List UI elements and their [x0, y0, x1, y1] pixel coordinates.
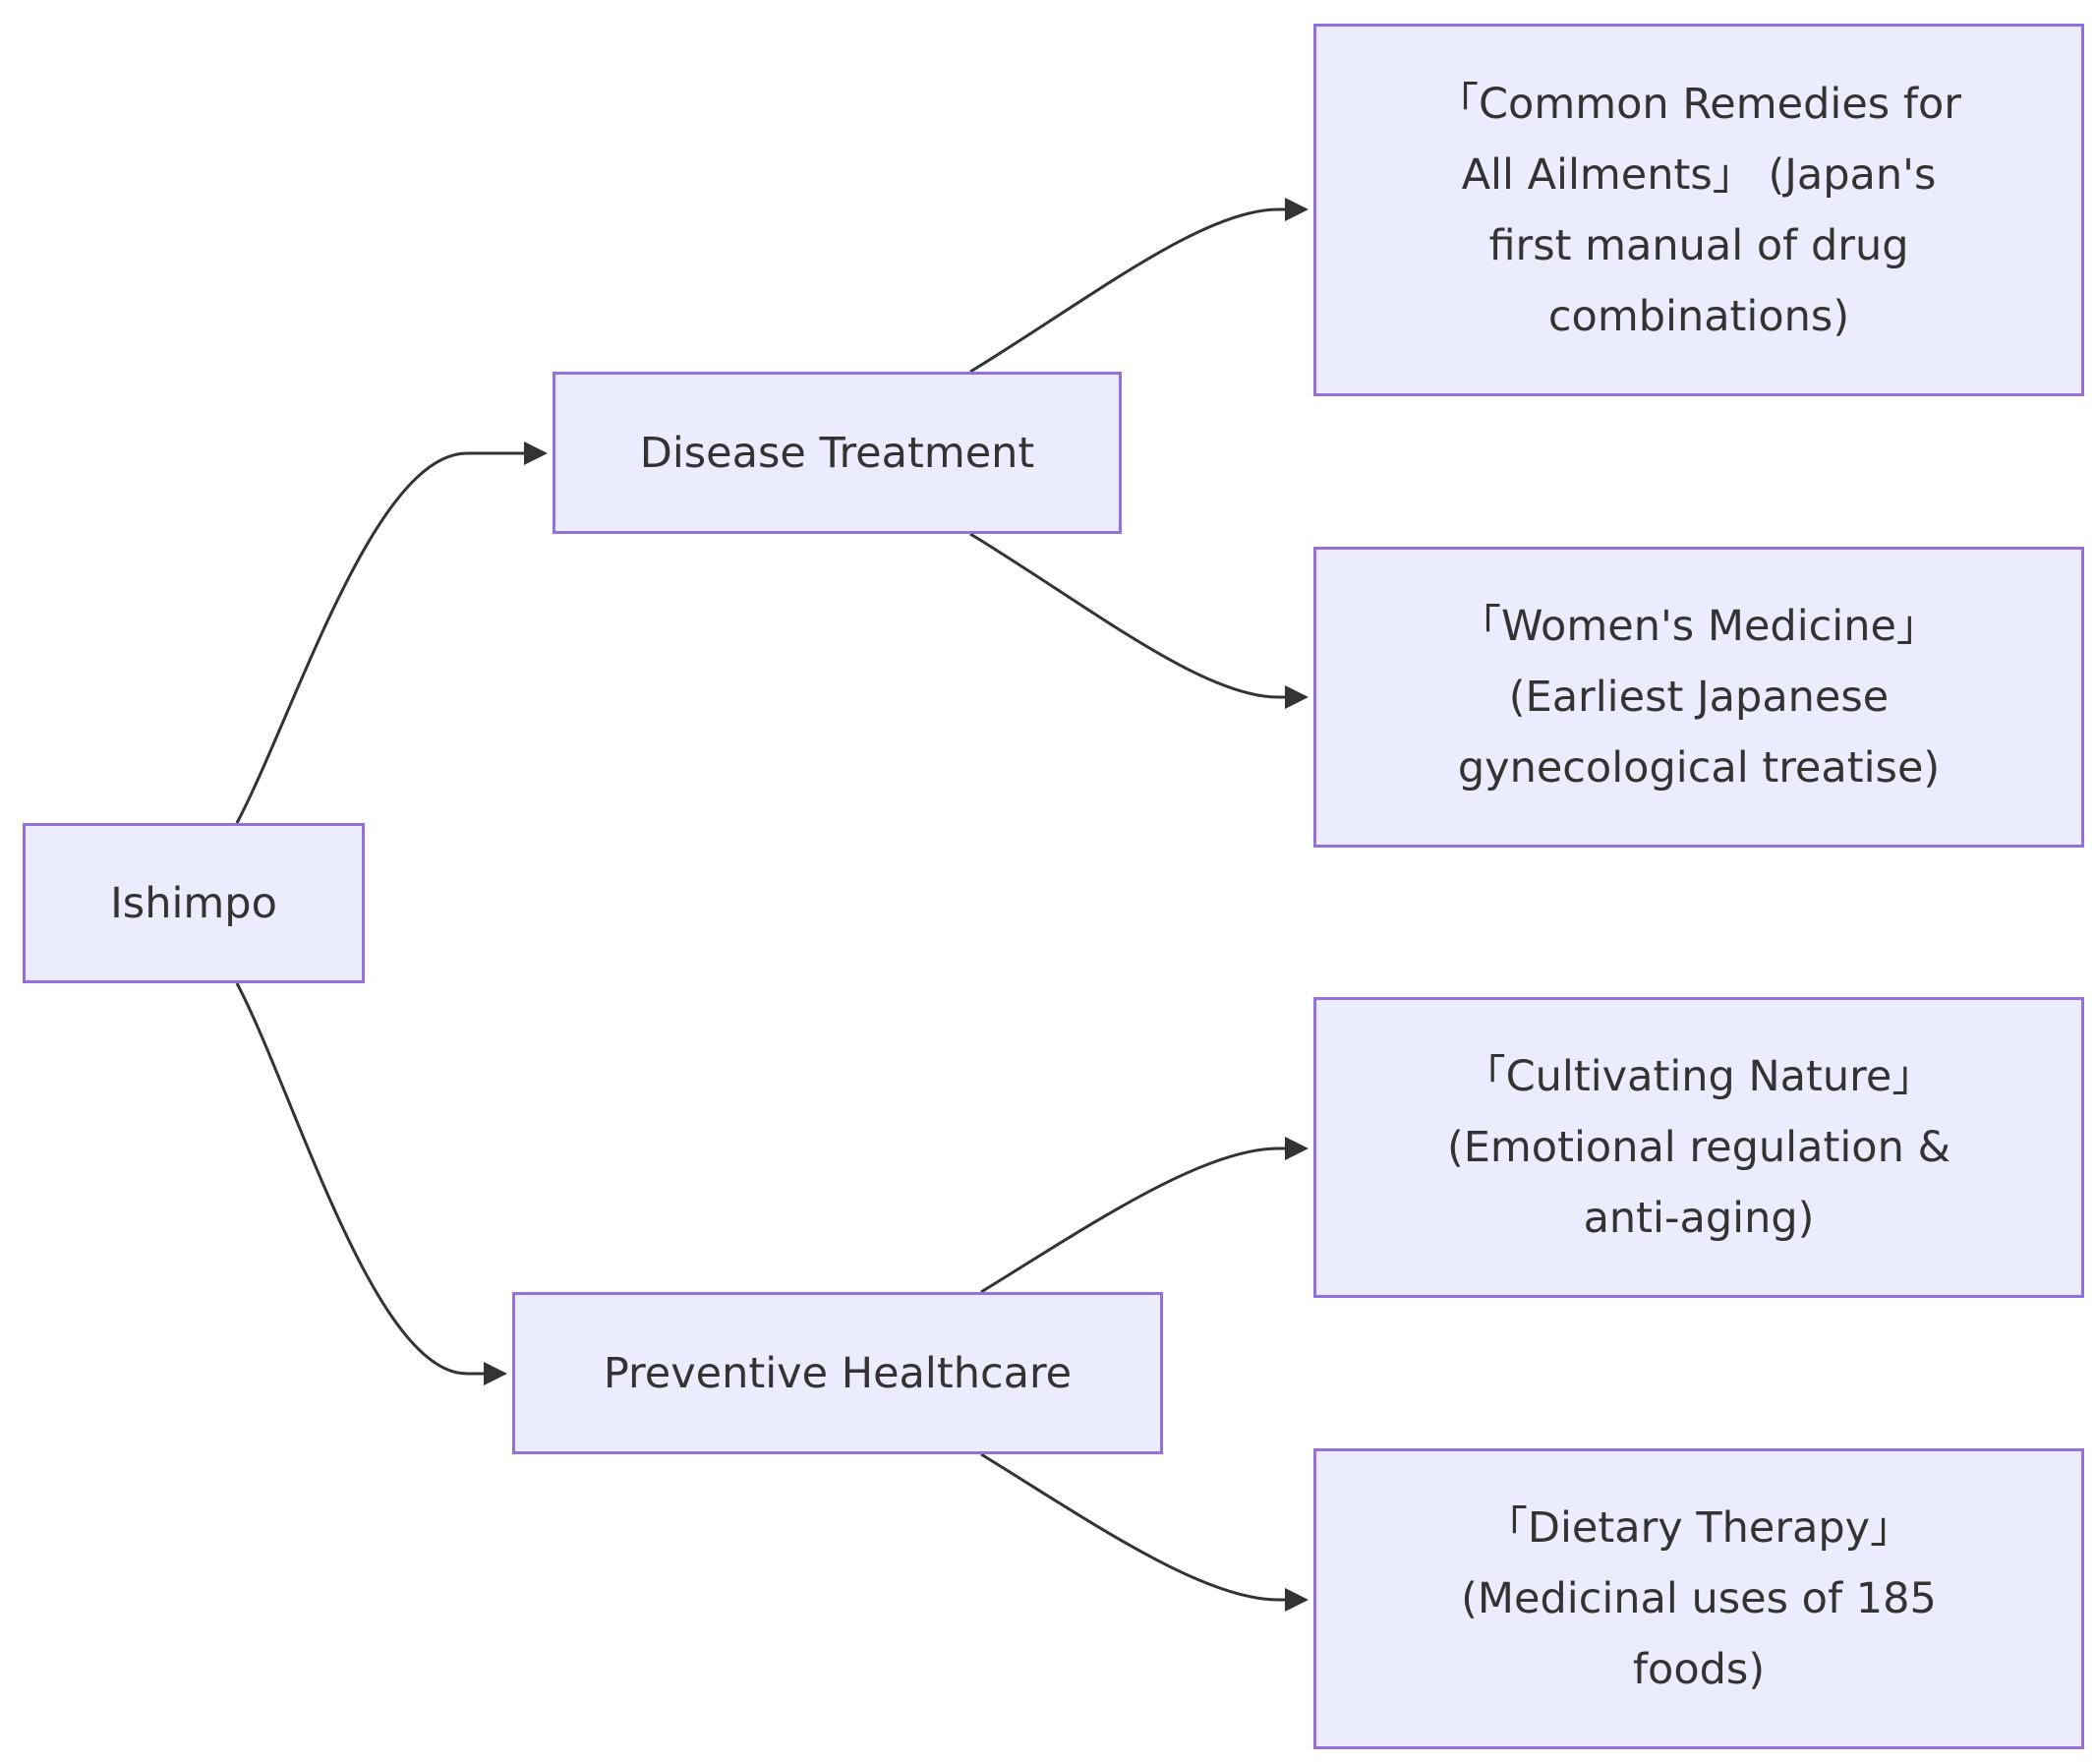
- edge-disease-treatment-to-common-remedies: [969, 198, 1309, 374]
- node-label: 「Common Remedies for All Ailments」 (Japa…: [1436, 79, 1961, 341]
- node-disease-treatment: Disease Treatment: [553, 372, 1122, 534]
- node-cultivating-nature: 「Cultivating Nature」 (Emotional regulati…: [1313, 997, 2084, 1298]
- node-label: Preventive Healthcare: [603, 1348, 1073, 1398]
- edge-preventive-healthcare-to-cultivating-nature: [980, 1137, 1309, 1294]
- node-womens-medicine: 「Women's Medicine」 (Earliest Japanese gy…: [1313, 547, 2084, 848]
- node-label: Disease Treatment: [639, 428, 1035, 478]
- node-label: 「Cultivating Nature」 (Emotional regulati…: [1446, 1052, 1951, 1243]
- node-label: Ishimpo: [110, 878, 277, 928]
- node-label: 「Dietary Therapy」 (Medicinal uses of 185…: [1461, 1503, 1937, 1694]
- edge-root-to-disease-treatment: [235, 441, 548, 824]
- node-label: 「Women's Medicine」 (Earliest Japanese gy…: [1457, 602, 1941, 793]
- edge-disease-treatment-to-womens-medicine: [969, 532, 1309, 709]
- node-dietary-therapy: 「Dietary Therapy」 (Medicinal uses of 185…: [1313, 1448, 2084, 1749]
- node-preventive-healthcare: Preventive Healthcare: [512, 1292, 1163, 1454]
- edge-preventive-healthcare-to-dietary-therapy: [980, 1452, 1309, 1612]
- node-common-remedies: 「Common Remedies for All Ailments」 (Japa…: [1313, 24, 2084, 396]
- node-ishimpo: Ishimpo: [23, 823, 365, 983]
- edge-root-to-preventive-healthcare: [235, 982, 507, 1385]
